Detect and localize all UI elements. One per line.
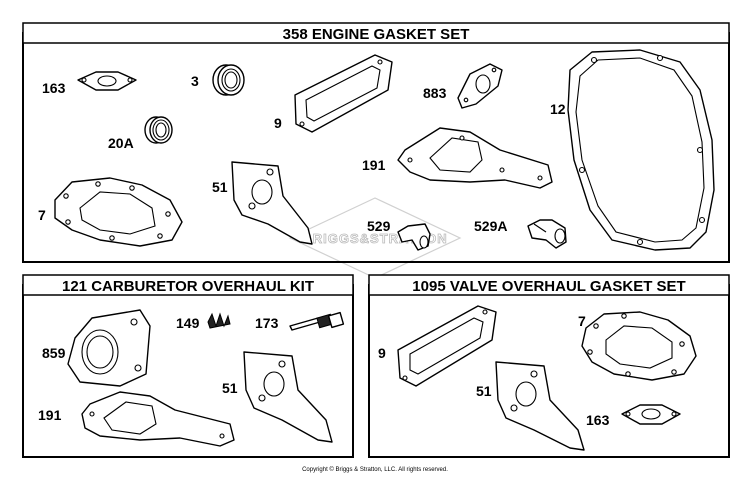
callout-7-valve: 7 — [578, 313, 586, 329]
part-7-head-gasket-valve[interactable] — [581, 311, 697, 381]
callout-149: 149 — [176, 315, 200, 331]
callout-51-carb: 51 — [222, 380, 238, 396]
part-163-gasket-valve[interactable] — [621, 404, 681, 425]
callout-51: 51 — [212, 179, 228, 195]
part-9-valve-cover-gasket-valve[interactable] — [397, 305, 497, 387]
carb-title-box — [22, 274, 354, 296]
part-7-head-gasket[interactable] — [54, 177, 183, 247]
part-529a-elbow[interactable] — [527, 219, 567, 249]
valve-title-box — [368, 274, 730, 296]
part-20a-oil-seal[interactable] — [144, 116, 173, 144]
callout-7: 7 — [38, 207, 46, 223]
callout-51-valve: 51 — [476, 383, 492, 399]
part-163-gasket[interactable] — [77, 71, 137, 91]
part-191-intake-gasket[interactable] — [397, 127, 553, 189]
part-883-exhaust-gasket[interactable] — [457, 63, 503, 109]
part-3-oil-seal[interactable] — [212, 64, 245, 96]
callout-9: 9 — [274, 115, 282, 131]
part-51-insulator-valve[interactable] — [495, 361, 585, 451]
part-859-gasket[interactable] — [67, 309, 151, 387]
watermark-logo: BRIGGS&STRATTON — [288, 197, 462, 279]
callout-529a: 529A — [474, 218, 507, 234]
callout-163-valve: 163 — [586, 412, 610, 428]
part-51-insulator-gasket[interactable] — [231, 161, 313, 245]
part-9-valve-cover-gasket[interactable] — [294, 54, 393, 133]
callout-163: 163 — [42, 80, 66, 96]
callout-20a: 20A — [108, 135, 134, 151]
callout-173: 173 — [255, 315, 279, 331]
callout-9-valve: 9 — [378, 345, 386, 361]
engine-title-box — [22, 22, 730, 44]
callout-529: 529 — [367, 218, 391, 234]
callout-12: 12 — [550, 101, 566, 117]
callout-3: 3 — [191, 73, 199, 89]
callout-883: 883 — [423, 85, 447, 101]
part-51-insulator-carb[interactable] — [243, 351, 333, 443]
carburetor-kit-panel: 121 CARBURETOR OVERHAUL KIT 859 149 173 — [22, 274, 354, 458]
part-149-spring[interactable] — [207, 312, 231, 329]
callout-191-carb: 191 — [38, 407, 62, 423]
part-12-crankcase-gasket[interactable] — [567, 49, 715, 251]
part-529-elbow[interactable] — [397, 223, 431, 251]
part-173-needle-screw[interactable] — [289, 311, 345, 331]
callout-859: 859 — [42, 345, 66, 361]
valve-gasket-panel: 1095 VALVE OVERHAUL GASKET SET 9 7 — [368, 274, 730, 458]
engine-gasket-panel: 358 ENGINE GASKET SET 163 3 20A — [22, 22, 730, 263]
carb-panel-title: 121 CARBURETOR OVERHAUL KIT — [62, 278, 314, 295]
valve-panel-title: 1095 VALVE OVERHAUL GASKET SET — [412, 278, 685, 295]
part-191-intake-gasket-carb[interactable] — [81, 391, 235, 447]
callout-191: 191 — [362, 157, 386, 173]
copyright-notice: Copyright © Briggs & Stratton, LLC. All … — [302, 466, 448, 473]
engine-panel-title: 358 ENGINE GASKET SET — [283, 26, 470, 43]
